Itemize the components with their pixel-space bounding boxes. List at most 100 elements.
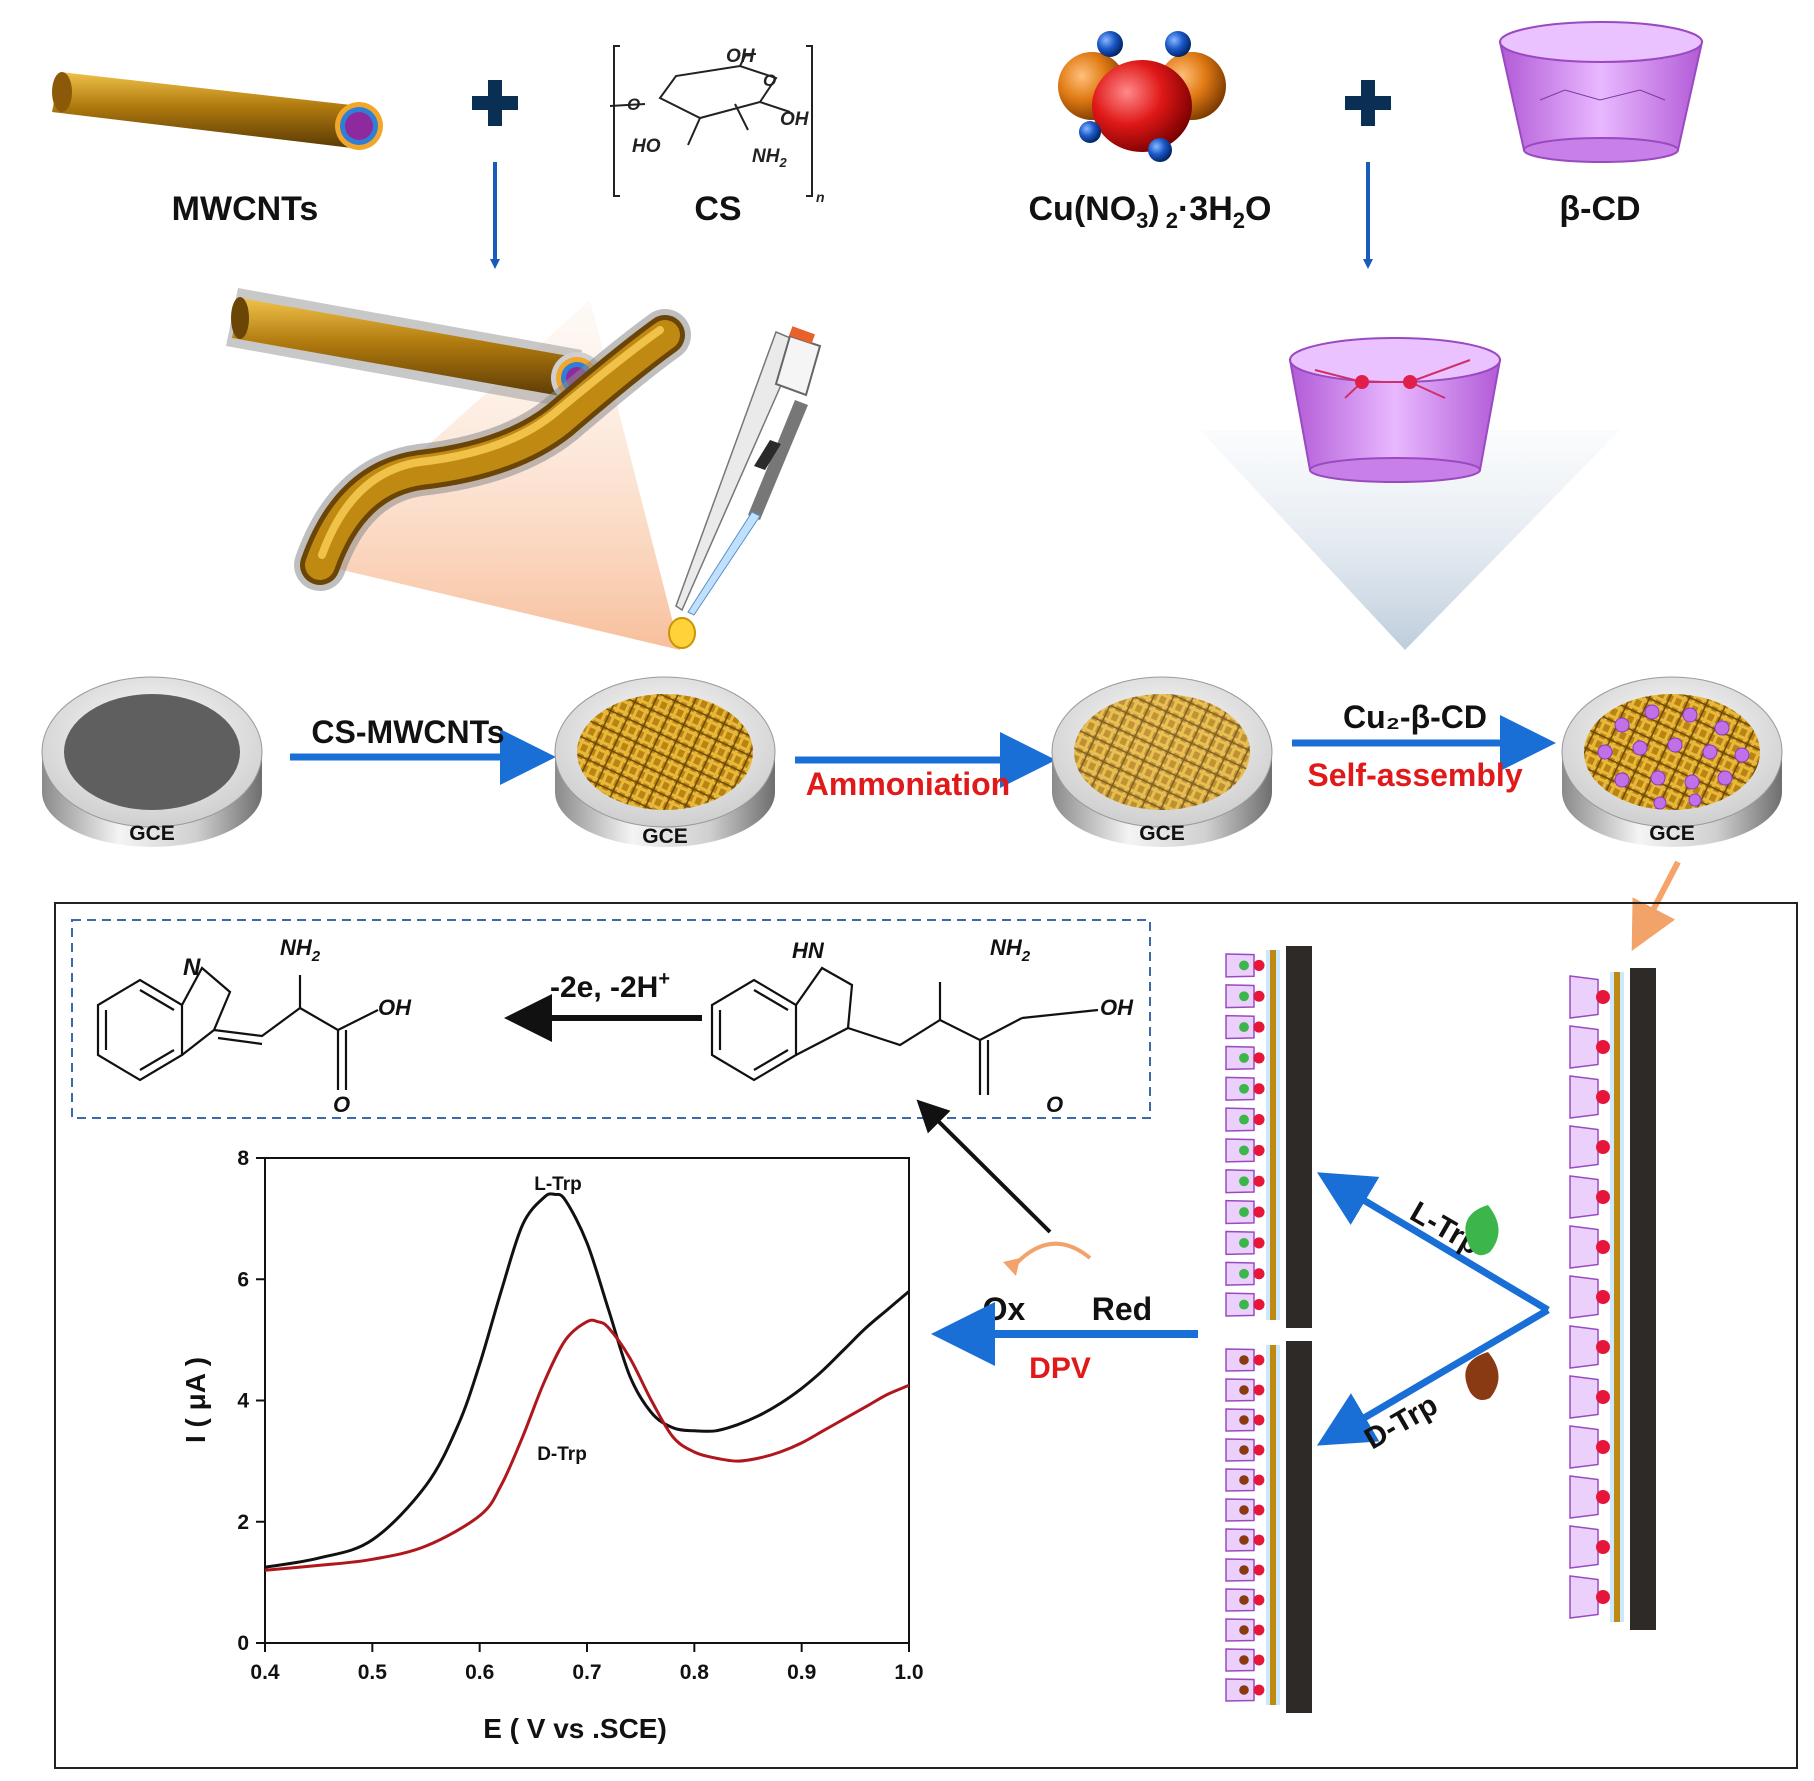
beta-cd-cell	[1569, 1525, 1599, 1569]
electrode-bar	[1286, 946, 1312, 1328]
beta-cd-cell	[1569, 1175, 1599, 1219]
cs-ho: HO	[632, 136, 661, 157]
cs-n: n	[816, 189, 825, 205]
bound-analyte	[1239, 1625, 1249, 1635]
copper-site	[1253, 1144, 1265, 1156]
y-tick-label: 4	[237, 1390, 249, 1413]
arrow-to-reaction	[916, 1099, 1052, 1234]
bound-analyte	[1239, 991, 1249, 1002]
bound-analyte	[1239, 1022, 1249, 1033]
step3-label-bottom: Self-assembly	[1307, 757, 1522, 793]
cs-o-ring: O	[763, 71, 776, 90]
copper-site	[1253, 1384, 1265, 1396]
bound-analyte	[1239, 1145, 1249, 1156]
mwcnt-tube-icon	[52, 72, 383, 150]
oh-label-right: OH	[1100, 995, 1134, 1020]
beta-cd-cup-icon	[1498, 21, 1704, 163]
plus-icon	[472, 80, 518, 126]
x-tick-label: 0.7	[572, 1661, 601, 1684]
nh2-label-right: NH2	[990, 935, 1031, 965]
o-label-right: O	[1046, 1092, 1063, 1117]
beta-cd-cell	[1569, 1025, 1599, 1069]
bound-analyte	[1239, 960, 1249, 971]
copper-site	[1253, 1564, 1265, 1576]
x-tick-label: 1.0	[894, 1661, 923, 1684]
gce-electrode-cs-mwcnts	[554, 676, 776, 847]
x-tick-label: 0.4	[250, 1661, 280, 1684]
mwcnt-layer	[1270, 950, 1276, 1320]
beta-cd-cell	[1569, 1275, 1599, 1319]
d-trp-bound-stack	[1225, 1341, 1312, 1713]
copper-site	[1596, 1490, 1610, 1504]
bound-analyte	[1239, 1299, 1249, 1310]
copper-nitrate-label: Cu(NO3)2·3H2O	[1029, 190, 1272, 233]
arrow-l-trp	[1316, 1172, 1550, 1314]
copper-site	[1253, 1083, 1265, 1095]
copper-site	[1596, 1540, 1610, 1554]
step3-label-top: Cu₂-β-CD	[1343, 699, 1487, 735]
copper-site	[1253, 1444, 1265, 1456]
x-tick-label: 0.6	[465, 1661, 494, 1684]
bound-analyte	[1239, 1415, 1249, 1425]
cs-label: CS	[694, 190, 741, 228]
oh-bond-right	[1021, 1008, 1099, 1020]
gce-electrode-ammoniated	[1051, 676, 1273, 847]
beta-cd-cell	[1569, 975, 1599, 1019]
annotation-l-trp: L-Trp	[534, 1174, 582, 1195]
annotation-d-trp: D-Trp	[537, 1444, 587, 1465]
cs-o-link: O	[627, 95, 640, 114]
x-tick-label: 0.8	[680, 1661, 710, 1684]
mwcnt-layer	[1270, 1345, 1276, 1705]
bound-analyte	[1239, 1475, 1249, 1485]
nh2-label-left: NH2	[280, 935, 321, 965]
copper-site	[1596, 1040, 1610, 1054]
beta-cd-cell	[1569, 1325, 1599, 1369]
copper-site	[1253, 1299, 1265, 1311]
ox-red-arrowhead-icon	[1003, 1258, 1020, 1276]
droplet-icon	[668, 617, 696, 649]
bound-analyte	[1239, 1655, 1249, 1665]
copper-site	[1253, 1114, 1265, 1126]
y-tick-label: 6	[237, 1268, 249, 1291]
copper-site	[1253, 959, 1265, 971]
red-label: Red	[1092, 1291, 1152, 1327]
copper-site	[1253, 1237, 1265, 1249]
copper-site	[1253, 1052, 1265, 1064]
beta-cd-cell	[1569, 1475, 1599, 1519]
bound-analyte	[1239, 1595, 1249, 1605]
l-trp-drop-icon	[1465, 1205, 1499, 1256]
chart-plot-area	[264, 1157, 910, 1644]
chitosan-structure	[609, 45, 813, 197]
beam-right	[1200, 430, 1620, 650]
step1-label: CS-MWCNTs	[311, 714, 504, 750]
bound-analyte	[1239, 1083, 1249, 1094]
copper-site	[1253, 1021, 1265, 1033]
mwcnts-label: MWCNTs	[172, 190, 319, 228]
coated-mwcnt-bent-icon	[294, 309, 691, 591]
copper-site	[1253, 1414, 1265, 1426]
ox-red-curved-arrow	[1010, 1241, 1092, 1270]
cs-oh-right: OH	[780, 109, 810, 130]
series-l-trp-line	[264, 1192, 910, 1569]
bound-analyte	[1239, 1052, 1249, 1063]
l-trp-bound-stack	[1225, 946, 1312, 1328]
copper-site	[1253, 1684, 1265, 1696]
copper-site	[1596, 1190, 1610, 1204]
x-tick-label: 0.9	[787, 1661, 816, 1684]
beta-cd-cell	[1569, 1425, 1599, 1469]
dpv-label: DPV	[1029, 1352, 1091, 1385]
modified-electrode-stack	[1569, 968, 1656, 1630]
copper-site	[1596, 1590, 1610, 1604]
bound-analyte	[1239, 1505, 1249, 1515]
copper-site	[1253, 1206, 1265, 1218]
copper-site	[1253, 1474, 1265, 1486]
n-label-left: N	[183, 954, 201, 981]
detection-panel-frame	[54, 902, 1798, 1769]
beta-cd-cell	[1569, 1375, 1599, 1419]
cs-oh-top: OH	[726, 46, 756, 67]
bound-analyte	[1239, 1445, 1249, 1455]
x-tick-label: 0.5	[358, 1661, 388, 1684]
bound-analyte	[1239, 1565, 1249, 1575]
